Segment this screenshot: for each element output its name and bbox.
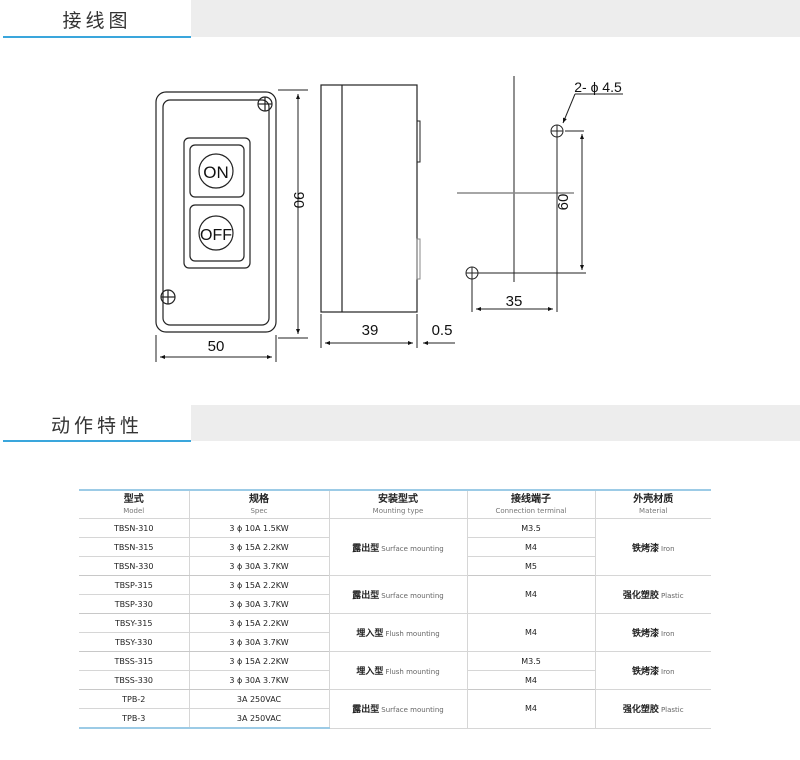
cell-model: TBSS-315: [79, 651, 189, 671]
cell-terminal: M4: [466, 613, 595, 652]
on-button-frame: [189, 144, 245, 198]
cell-spec: 3 ϕ 15A 2.2KW: [188, 575, 329, 595]
on-button-icon: [198, 153, 234, 189]
section-tab-wiring: 接线图: [3, 0, 191, 38]
enclosure-inner: [162, 99, 270, 326]
section-title-wiring: 接线图: [62, 10, 132, 32]
cell-spec: 3 ϕ 10A 1.5KW: [188, 518, 329, 538]
table-row: TBSP-330 3 ϕ 30A 3.7KW: [79, 594, 711, 614]
cell-model: TBSN-315: [79, 537, 189, 557]
cell-spec: 3A 250VAC: [188, 689, 329, 709]
wiring-diagram: ON OFF 90 50 39 0.5: [155, 76, 623, 362]
section-header-bar: [191, 0, 800, 37]
enclosure-outer: [155, 91, 277, 333]
mount-hole-top-icon: [550, 124, 564, 138]
off-button-frame: [189, 204, 245, 262]
cell-spec: 3 ϕ 30A 3.7KW: [188, 556, 329, 576]
side-dimensions: [320, 314, 455, 348]
button-panel: [183, 137, 251, 269]
mounting-view: [457, 76, 623, 312]
dim-width-50: 50: [208, 338, 225, 355]
dim-horizontal-35: 35: [506, 293, 523, 310]
cell-terminal: M3.5: [466, 518, 595, 538]
cell-terminal: M5: [466, 556, 595, 576]
front-dimensions: [155, 89, 308, 362]
dim-offset-0-5: 0.5: [432, 322, 453, 339]
section-header-characteristics: 动作特性: [0, 405, 800, 443]
screw-bottom-left-icon: [160, 289, 176, 305]
cell-spec: 3A 250VAC: [188, 708, 329, 729]
cell-terminal: M4: [466, 689, 595, 729]
cell-model: TPB-3: [79, 708, 189, 729]
cell-spec: 3 ϕ 30A 3.7KW: [188, 670, 329, 690]
cell-model: TBSN-310: [79, 518, 189, 538]
screw-top-right-icon: [257, 96, 273, 112]
cell-model: TBSP-330: [79, 594, 189, 614]
cell-spec: 3 ϕ 15A 2.2KW: [188, 651, 329, 671]
table-row: TBSS-330 3 ϕ 30A 3.7KW M4: [79, 670, 711, 690]
cell-spec: 3 ϕ 15A 2.2KW: [188, 613, 329, 633]
cell-model: TBSY-330: [79, 632, 189, 652]
cell-terminal: M4: [466, 670, 595, 690]
table-row: TBSN-315 3 ϕ 15A 2.2KW M4: [79, 537, 711, 557]
cell-model: TBSN-330: [79, 556, 189, 576]
side-clip-top: [416, 120, 421, 163]
cell-model: TBSS-330: [79, 670, 189, 690]
section-title-characteristics: 动作特性: [50, 415, 143, 437]
cell-spec: 3 ϕ 15A 2.2KW: [188, 537, 329, 557]
cell-spec: 3 ϕ 30A 3.7KW: [188, 594, 329, 614]
table-row: TBSN-330 3 ϕ 30A 3.7KW M5: [79, 556, 711, 576]
section-header-bar: [191, 405, 800, 441]
side-view: [320, 84, 421, 313]
cell-terminal: M4: [466, 537, 595, 557]
side-clip-bottom: [416, 238, 421, 280]
dim-height-90: 90: [290, 192, 307, 209]
table-row: TBSY-330 3 ϕ 30A 3.7KW: [79, 632, 711, 652]
dim-vertical-60: 60: [555, 194, 572, 211]
section-header-wiring: 接线图: [0, 0, 800, 38]
cell-terminal: M3.5: [466, 651, 595, 671]
cell-spec: 3 ϕ 30A 3.7KW: [188, 632, 329, 652]
on-button-label: ON: [203, 163, 229, 182]
dim-depth-39: 39: [362, 322, 379, 339]
cell-model: TBSP-315: [79, 575, 189, 595]
off-button-icon: [198, 215, 234, 251]
off-button-label: OFF: [200, 227, 232, 244]
cell-model: TBSY-315: [79, 613, 189, 633]
mount-hole-bottom-icon: [465, 266, 479, 280]
section-tab-characteristics: 动作特性: [3, 405, 191, 442]
cell-terminal: M4: [466, 575, 595, 614]
cell-model: TPB-2: [79, 689, 189, 709]
table-row: TPB-3 3A 250VAC: [79, 708, 711, 729]
front-view: [155, 91, 277, 333]
hole-spec-label: 2- ϕ 4.5: [574, 79, 622, 95]
